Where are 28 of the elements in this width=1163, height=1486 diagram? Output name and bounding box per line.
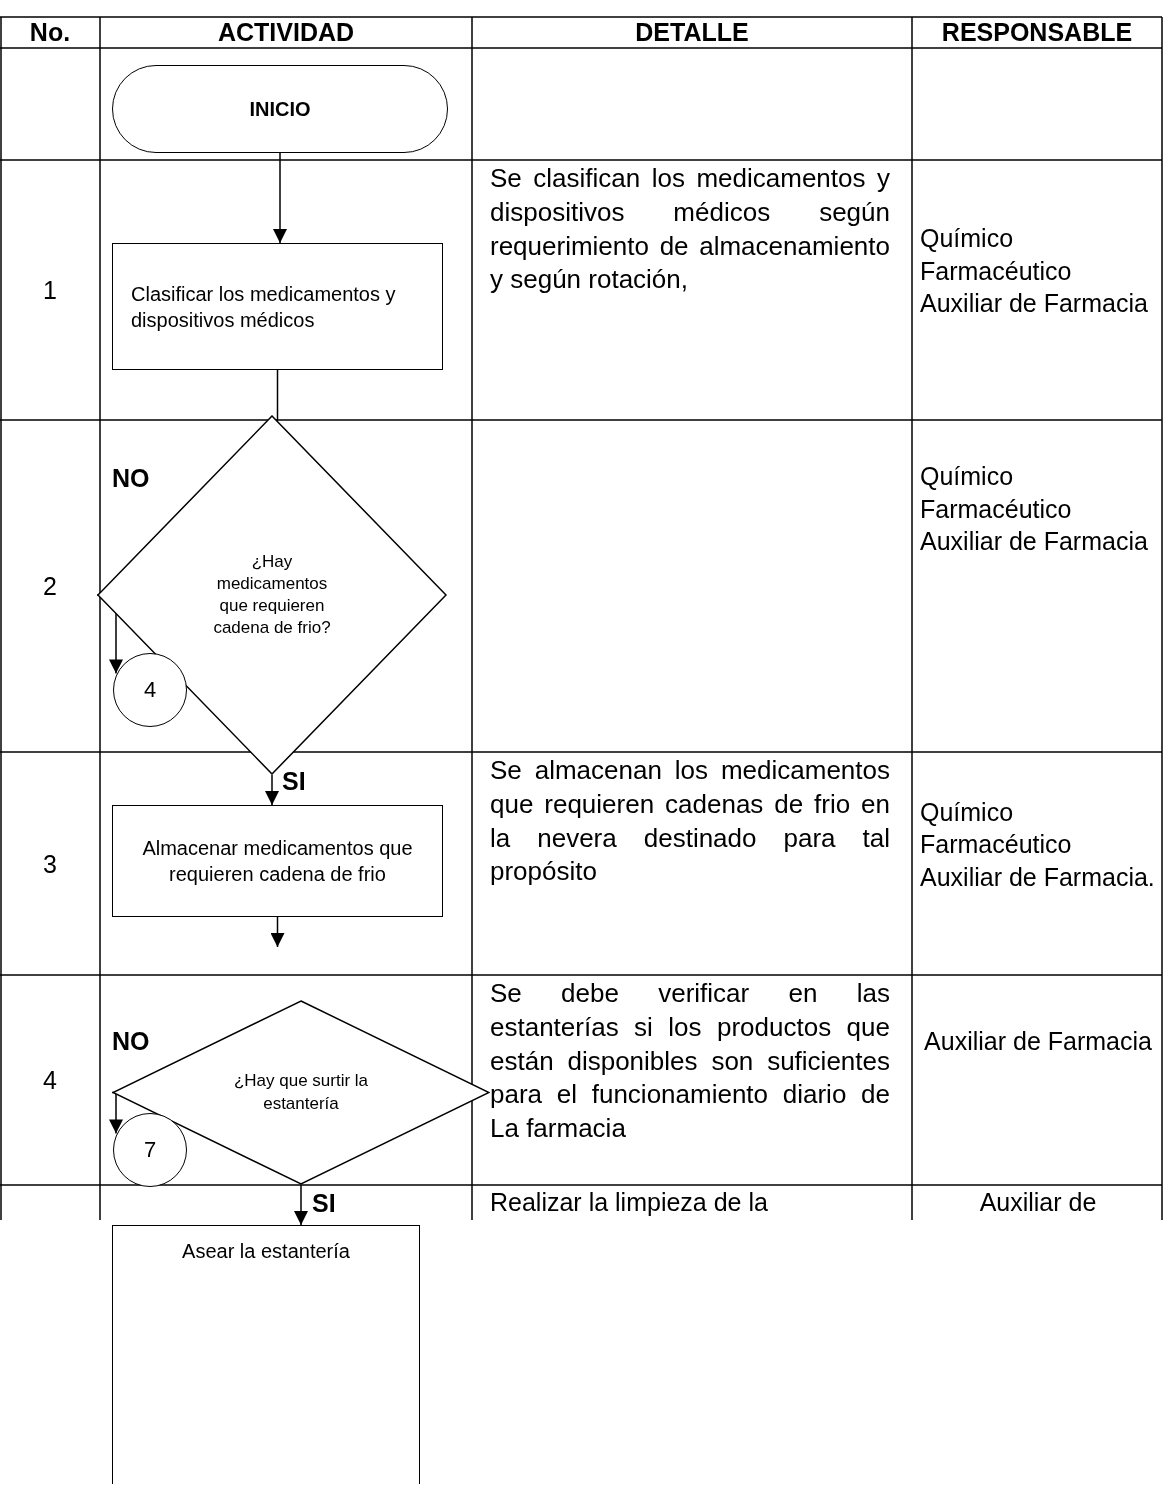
process-box: Almacenar medicamentos que requieren cadena de frio (112, 805, 443, 917)
arrow (265, 774, 279, 806)
arrow (270, 916, 285, 948)
responsible-text: Químico Farmacéutico Auxiliar de Farmacia (920, 461, 1149, 557)
process-box: Clasificar los medicamentos y dispositivos médicos (112, 243, 443, 370)
row-number: 3 (42, 848, 58, 880)
column-header: DETALLE (634, 18, 750, 47)
responsible-text: Auxiliar de Farmacia (923, 1026, 1153, 1057)
terminal-shape: INICIO (112, 65, 448, 153)
responsible-text: Químico Farmacéutico Auxiliar de Farmacia. (920, 796, 1156, 893)
connector-circle: 4 (113, 653, 187, 727)
arrow (294, 1184, 308, 1226)
detail-text: Se almacenan los medicamentos que requieren cadenas de frio en la nevera destinado para tal propósito (490, 754, 890, 889)
column-header: RESPONSABLE (940, 18, 1134, 47)
row-number: 2 (42, 571, 58, 602)
responsible-text: Químico Farmacéutico Auxiliar de Farmacia (920, 223, 1149, 319)
row-number: 4 (42, 1065, 58, 1096)
connector-line (276, 369, 279, 422)
row-number: 1 (42, 275, 58, 306)
detail-text: Se debe verificar en las estanterías si los productos que están disponibles son suficientes para el funcionamiento diario de La farmacia (490, 977, 890, 1146)
detail-text: Se clasifican los medicamentos y dispositivos médicos según requerimiento de almacenamiento y según rotación, (490, 162, 890, 297)
process-box: Asear la estantería (112, 1225, 420, 1484)
responsible-text: Auxiliar de (978, 1187, 1098, 1217)
column-header: No. (28, 18, 72, 47)
arrow (273, 152, 287, 244)
column-header: ACTIVIDAD (216, 18, 356, 47)
detail-text: Realizar la limpieza de la (490, 1187, 769, 1217)
connector-circle: 7 (113, 1113, 187, 1187)
